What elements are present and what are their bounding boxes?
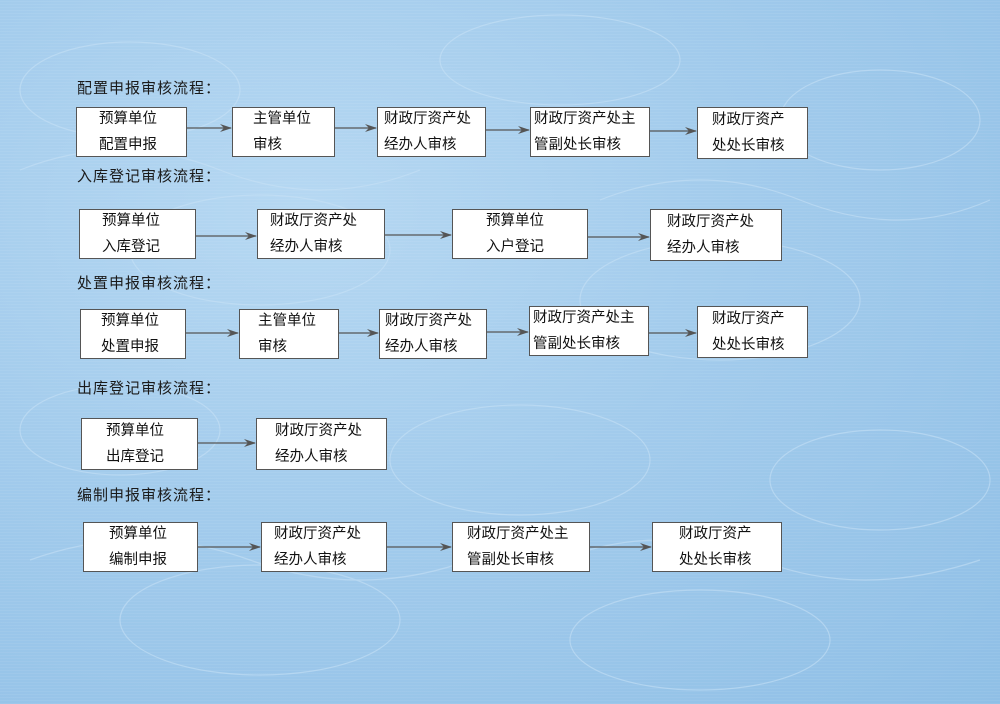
step-line: 管副处长审核 bbox=[533, 336, 620, 352]
flow-step-box: 财政厅资产处 经办人审核 bbox=[650, 209, 782, 261]
flow-step-box: 预算单位 入户登记 bbox=[452, 209, 588, 259]
step-line: 预算单位 bbox=[99, 111, 157, 127]
flow-step-box: 财政厅资产处 经办人审核 bbox=[379, 309, 487, 359]
step-line: 财政厅资产 bbox=[712, 311, 785, 327]
step-line: 入库登记 bbox=[102, 239, 160, 255]
flow-step-box: 财政厅资产处 经办人审核 bbox=[261, 522, 387, 572]
step-line: 财政厅资产处主 bbox=[533, 310, 635, 326]
flow-step-box: 主管单位 审核 bbox=[239, 309, 339, 359]
step-line: 处处长审核 bbox=[712, 337, 785, 353]
step-line: 财政厅资产处 bbox=[274, 526, 361, 542]
step-line: 主管单位 bbox=[253, 111, 311, 127]
flow-step-box: 财政厅资产处 经办人审核 bbox=[257, 209, 385, 259]
flow-step-box: 预算单位 处置申报 bbox=[80, 309, 186, 359]
flow-step-box: 财政厅资产处主 管副处长审核 bbox=[530, 107, 650, 157]
step-line: 经办人审核 bbox=[274, 552, 347, 568]
step-line: 预算单位 bbox=[106, 423, 164, 439]
step-line: 经办人审核 bbox=[385, 339, 458, 355]
flow-title: 入库登记审核流程： bbox=[77, 167, 222, 185]
step-line: 经办人审核 bbox=[384, 137, 457, 153]
flow-step-box: 主管单位 审核 bbox=[232, 107, 335, 157]
step-line: 处处长审核 bbox=[712, 138, 785, 154]
step-line: 出库登记 bbox=[106, 449, 164, 465]
step-line: 管副处长审核 bbox=[534, 137, 621, 153]
step-line: 处处长审核 bbox=[679, 552, 752, 568]
step-line: 经办人审核 bbox=[270, 239, 343, 255]
step-line: 财政厅资产处 bbox=[275, 423, 362, 439]
step-line: 财政厅资产处 bbox=[667, 214, 754, 230]
step-line: 财政厅资产处主 bbox=[467, 526, 569, 542]
step-line: 预算单位 bbox=[102, 213, 160, 229]
flow-step-box: 财政厅资产处主 管副处长审核 bbox=[529, 306, 649, 356]
step-line: 编制申报 bbox=[109, 552, 167, 568]
step-line: 预算单位 bbox=[101, 313, 159, 329]
step-line: 配置申报 bbox=[99, 137, 157, 153]
flow-title: 出库登记审核流程： bbox=[77, 379, 222, 397]
flow-step-box: 财政厅资产 处处长审核 bbox=[697, 306, 808, 358]
flow-title: 编制申报审核流程： bbox=[77, 486, 222, 504]
step-line: 财政厅资产处 bbox=[384, 111, 471, 127]
step-line: 管副处长审核 bbox=[467, 552, 554, 568]
step-line: 经办人审核 bbox=[667, 240, 740, 256]
flow-step-box: 预算单位 入库登记 bbox=[79, 209, 196, 259]
flow-step-box: 财政厅资产 处处长审核 bbox=[652, 522, 782, 572]
step-line: 审核 bbox=[253, 137, 282, 153]
flow-step-box: 财政厅资产 处处长审核 bbox=[697, 107, 808, 159]
step-line: 财政厅资产处 bbox=[385, 313, 472, 329]
step-line: 财政厅资产处主 bbox=[534, 111, 636, 127]
flow-step-box: 财政厅资产处 经办人审核 bbox=[377, 107, 486, 157]
flow-step-box: 财政厅资产处 经办人审核 bbox=[256, 418, 387, 470]
flow-step-box: 预算单位 编制申报 bbox=[83, 522, 198, 572]
step-line: 预算单位 bbox=[486, 213, 544, 229]
step-line: 财政厅资产 bbox=[679, 526, 752, 542]
flow-title: 配置申报审核流程： bbox=[77, 79, 222, 97]
step-line: 财政厅资产处 bbox=[270, 213, 357, 229]
flow-step-box: 财政厅资产处主 管副处长审核 bbox=[452, 522, 590, 572]
step-line: 处置申报 bbox=[101, 339, 159, 355]
step-line: 入户登记 bbox=[486, 239, 544, 255]
flow-title: 处置申报审核流程： bbox=[77, 274, 222, 292]
flow-step-box: 预算单位 出库登记 bbox=[81, 418, 198, 470]
step-line: 经办人审核 bbox=[275, 449, 348, 465]
step-line: 预算单位 bbox=[109, 526, 167, 542]
step-line: 主管单位 bbox=[258, 313, 316, 329]
step-line: 财政厅资产 bbox=[712, 112, 785, 128]
step-line: 审核 bbox=[258, 339, 287, 355]
flow-step-box: 预算单位 配置申报 bbox=[76, 107, 187, 157]
